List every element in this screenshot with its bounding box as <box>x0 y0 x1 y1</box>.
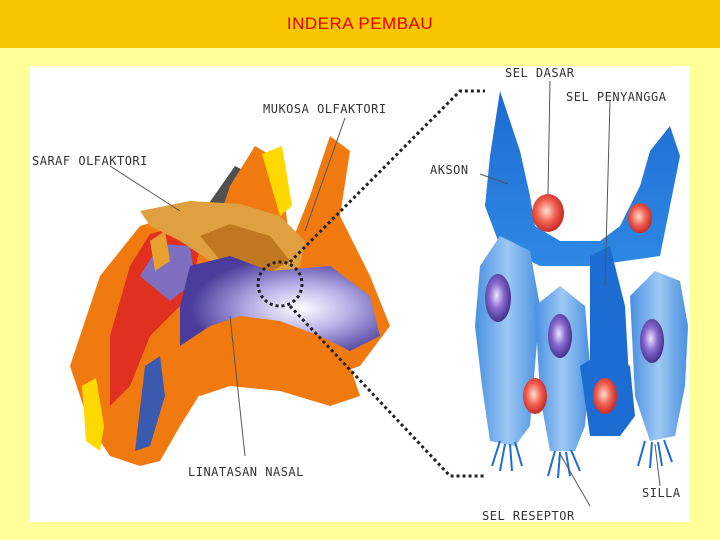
nucleus-basal <box>532 194 564 232</box>
label-sel-dasar: SEL DASAR <box>505 66 575 80</box>
label-akson: AKSON <box>430 163 469 177</box>
label-silla: SILLA <box>642 486 681 500</box>
label-linatasan-nasal: LINATASAN NASAL <box>188 465 304 479</box>
nucleus-supporting <box>523 378 547 414</box>
focus-circle <box>256 260 304 308</box>
cilia <box>491 439 673 479</box>
nucleus-supporting-2 <box>593 378 617 414</box>
label-sel-reseptor: SEL RESEPTOR <box>482 509 575 523</box>
label-sel-penyangga: SEL PENYANGGA <box>566 90 667 104</box>
label-mukosa-olfaktori: MUKOSA OLFAKTORI <box>263 102 387 116</box>
nucleus-basal-2 <box>628 203 652 233</box>
page-title: INDERA PEMBAU <box>286 14 434 33</box>
olfactory-epithelium <box>475 91 688 479</box>
nucleus-receptor-2 <box>548 314 572 358</box>
nucleus-receptor-1 <box>485 274 511 322</box>
pointer-lines <box>109 80 661 507</box>
diagram-illustration <box>70 80 688 507</box>
label-saraf-olfaktori: SARAF OLFAKTORI <box>32 154 148 168</box>
nucleus-receptor-3 <box>640 319 664 363</box>
nasal-cavity <box>70 136 390 466</box>
connector-line-top <box>288 89 485 264</box>
olfactory-diagram: SEL DASAR SEL PENYANGGA MUKOSA OLFAKTORI… <box>30 66 690 523</box>
title-bar <box>0 0 720 48</box>
